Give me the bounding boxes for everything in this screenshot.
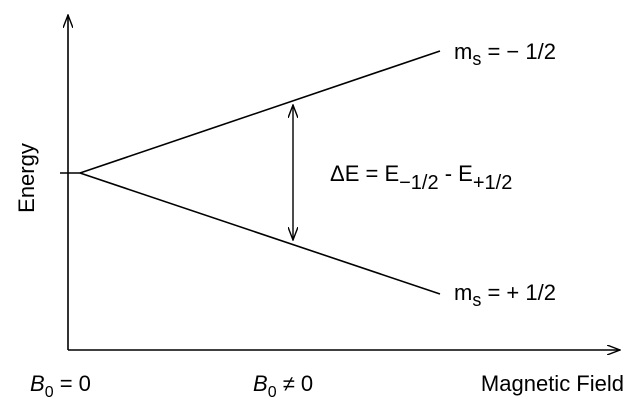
x-axis-label: Magnetic Field bbox=[481, 371, 624, 396]
tick-label-b0-nonzero: B0 ≠ 0 bbox=[253, 371, 313, 401]
lower-level-label: ms = + 1/2 bbox=[454, 280, 556, 310]
upper-level-label: ms = − 1/2 bbox=[454, 39, 556, 69]
lower-energy-level bbox=[79, 172, 441, 295]
y-axis-label: Energy bbox=[14, 143, 39, 213]
upper-energy-level bbox=[79, 50, 441, 174]
tick-label-b0-zero: B0 = 0 bbox=[30, 371, 91, 401]
energy-gap-equation: ΔE = E−1/2 - E+1/2 bbox=[330, 161, 512, 194]
